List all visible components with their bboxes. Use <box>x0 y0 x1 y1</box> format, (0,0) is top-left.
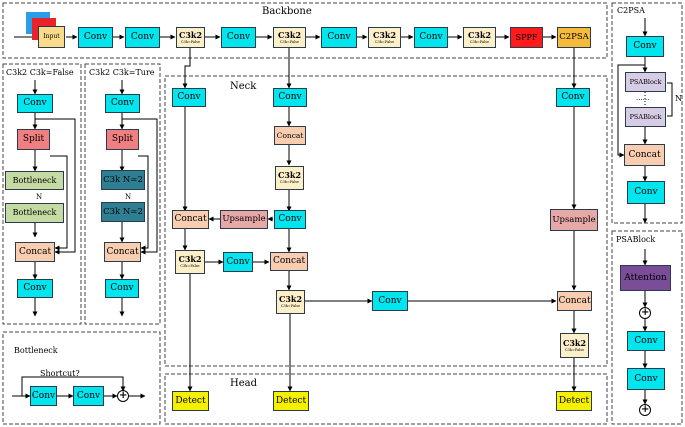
c2psa-psablock-1: PSABlock <box>625 72 666 92</box>
c3k2f-concat: Concat <box>15 242 55 262</box>
c3k2f-conv-1: Conv <box>17 94 53 113</box>
neck-conv-2: Conv <box>274 210 306 229</box>
bottleneck-conv-1: Conv <box>30 386 57 406</box>
backbone-conv-5: Conv <box>414 27 448 48</box>
psablock-conv-1: Conv <box>627 331 665 351</box>
psablock-conv-2: Conv <box>627 368 665 390</box>
repeat-n-label: N <box>675 94 682 103</box>
psablock-title: PSABlock <box>616 235 656 244</box>
c3k2f-conv-2: Conv <box>17 279 53 298</box>
plus-icon: + <box>119 390 128 401</box>
neck-conv-middle: Conv <box>273 88 307 107</box>
backbone-conv-4: Conv <box>321 27 357 48</box>
sppf-node: SPPF <box>510 27 543 48</box>
c3k2t-split: Split <box>106 129 139 150</box>
detect-head-1: Detect <box>172 391 209 411</box>
shortcut-label: Shortcut? <box>40 369 80 378</box>
neck-title: Neck <box>230 81 257 92</box>
c2psa-concat: Concat <box>624 144 665 166</box>
c3k2-false-title: C3k2 C3k=False <box>6 68 74 77</box>
c3k2-false-frame <box>2 63 82 325</box>
neck-conv-3: Conv <box>223 252 253 272</box>
c3k2f-bottleneck-2: Bottleneck <box>5 203 64 223</box>
c3k2f-split: Split <box>17 129 50 150</box>
psablock-add-node-1 <box>639 307 651 319</box>
neck-concat-4: Concat <box>557 291 592 311</box>
c2psa-conv-2: Conv <box>627 181 665 204</box>
attention-node: Attention <box>620 265 671 291</box>
ellipsis-label: ...... <box>636 94 650 102</box>
plus-icon: + <box>641 307 650 318</box>
bottleneck-conv-2: Conv <box>73 386 104 406</box>
c3k2t-concat: Concat <box>104 242 141 262</box>
neck-concat-1: Concat <box>274 126 306 145</box>
c3k2t-c3k-2: C3k N=2 <box>101 202 145 222</box>
head-title: Head <box>230 378 258 389</box>
backbone-conv-3: Conv <box>221 27 256 48</box>
c2psa-psablock-2: PSABlock <box>625 107 666 127</box>
detect-head-3: Detect <box>556 391 592 411</box>
backbone-conv-2: Conv <box>125 27 160 48</box>
psablock-add-node-2 <box>639 404 651 416</box>
neck-concat-2: Concat <box>172 210 209 229</box>
backbone-title: Backbone <box>262 6 312 17</box>
bottleneck-add-node <box>117 390 129 402</box>
c3k2-true-title: C3k2 C3k=Ture <box>89 68 155 77</box>
c3k2-true-frame <box>84 63 161 325</box>
neck-concat-3: Concat <box>270 252 308 271</box>
repeat-n-label: N <box>36 193 43 201</box>
c3k2t-conv-1: Conv <box>105 94 140 113</box>
plus-icon: + <box>641 404 650 415</box>
neck-conv-right: Conv <box>556 88 590 107</box>
neck-upsample-1: Upsample <box>220 210 268 229</box>
psablock-frame <box>611 230 683 425</box>
c3k2f-bottleneck-1: Bottleneck <box>5 171 64 190</box>
repeat-n-label: N <box>125 193 132 201</box>
c3k2t-c3k-1: C3k N=2 <box>101 170 145 190</box>
backbone-frame <box>2 2 608 59</box>
bottleneck-title: Bottleneck <box>14 346 58 355</box>
c3k2t-conv-2: Conv <box>105 279 139 298</box>
bottleneck-frame <box>2 331 161 425</box>
neck-conv-left: Conv <box>172 88 206 107</box>
backbone-conv-1: Conv <box>78 27 113 48</box>
c2psa-title: C2PSA <box>617 6 645 15</box>
neck-conv-4: Conv <box>372 291 408 311</box>
neck-upsample-2: Upsample <box>550 209 598 231</box>
input-node: Input <box>38 26 65 48</box>
detect-head-2: Detect <box>273 391 309 411</box>
c2psa-conv-1: Conv <box>626 36 664 57</box>
c2psa-node: C2PSA <box>557 27 591 48</box>
